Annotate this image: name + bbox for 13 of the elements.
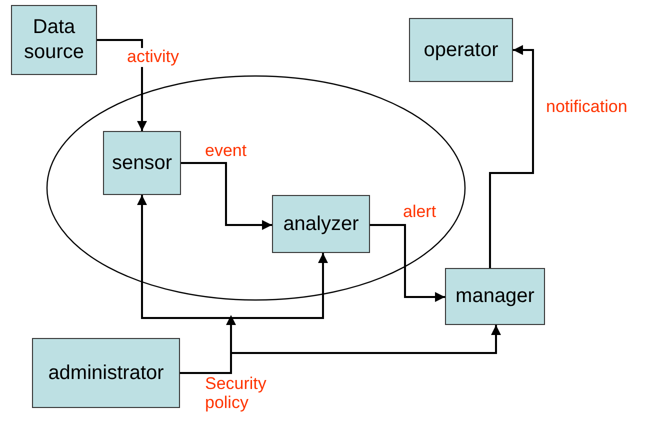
process-box: sensor: [103, 131, 181, 195]
process-box: administrator: [32, 338, 180, 408]
arrowhead: [226, 315, 236, 325]
edge-label: Security policy: [205, 375, 268, 412]
process-box: operator: [409, 18, 513, 82]
arrow: [180, 325, 501, 374]
arrow: [181, 162, 272, 230]
process-box: manager: [445, 268, 545, 325]
edge-label: activity: [127, 48, 179, 67]
process-box: Data source: [11, 5, 97, 75]
arrow: [370, 224, 445, 302]
process-box: analyzer: [272, 195, 370, 253]
arrow: [489, 45, 534, 268]
